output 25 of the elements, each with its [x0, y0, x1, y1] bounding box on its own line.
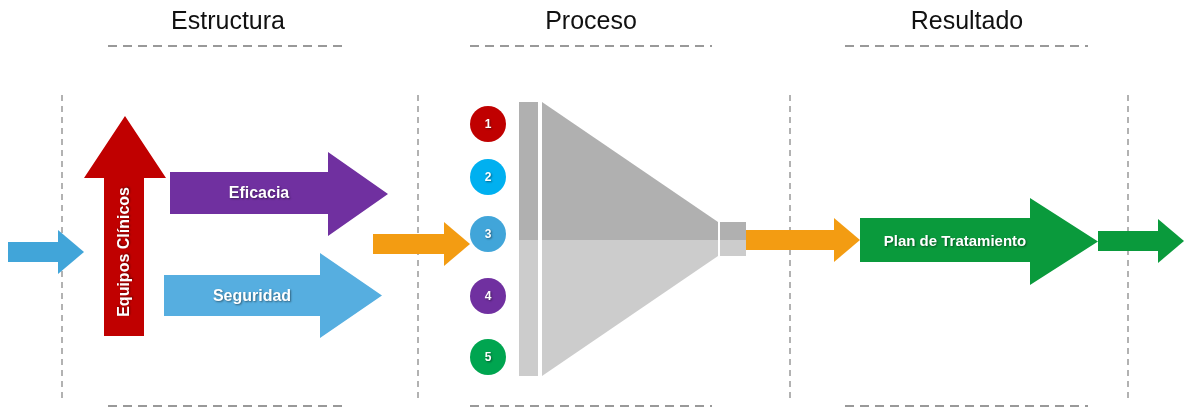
- node-label: 3: [484, 227, 492, 241]
- node-label: 5: [484, 350, 492, 364]
- arrow: [1098, 219, 1184, 263]
- node-label: 2: [484, 170, 492, 184]
- node-label: Seguridad: [212, 286, 292, 305]
- up-arrow-shape: [84, 116, 166, 336]
- numbered-circle: [470, 159, 506, 195]
- right-arrow-shape: [164, 253, 382, 338]
- node-label: Plan de Tratamiento: [883, 231, 1027, 249]
- node-label: 4: [484, 289, 492, 303]
- arrow: [8, 230, 84, 274]
- numbered-circle: [470, 339, 506, 375]
- right-arrow-shape: [170, 152, 388, 236]
- numbered-circle: [470, 106, 506, 142]
- arrow: [373, 222, 470, 266]
- arrow: [746, 218, 860, 262]
- right-arrow-shape: [860, 198, 1098, 285]
- numbered-circle: [470, 278, 506, 314]
- stage-heading: Estructura: [170, 6, 286, 35]
- stage-heading: Proceso: [544, 6, 638, 35]
- numbered-circle: [470, 216, 506, 252]
- node-label: Eficacia: [228, 184, 290, 202]
- node-label: 1: [484, 117, 492, 131]
- node-label: Equipos Clínicos: [115, 187, 133, 317]
- stage-heading: Resultado: [909, 6, 1025, 35]
